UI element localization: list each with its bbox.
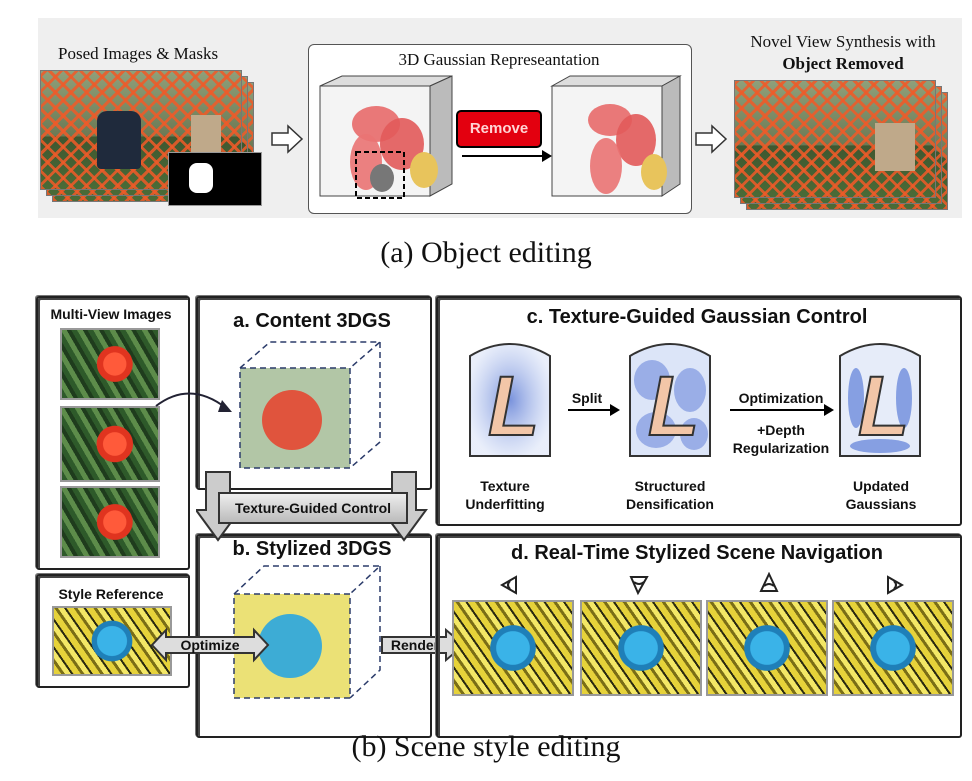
- mask-image: [168, 152, 262, 206]
- mask-shape: [189, 163, 213, 193]
- texture-guided-panel: [436, 296, 962, 526]
- arrow-right-icon: [695, 124, 728, 154]
- depth-reg-label-1: +Depth: [757, 422, 805, 438]
- curved-arrow-icon: [155, 392, 232, 412]
- optimize-arrow: [150, 627, 270, 663]
- gaussian-cubes-svg: [319, 75, 682, 199]
- updated-label-1: Updated: [853, 478, 909, 494]
- letter-l-1: L: [487, 359, 540, 453]
- cube-after: [550, 75, 682, 197]
- densification-label-1: Structured: [634, 478, 706, 494]
- style-reference-image: [52, 606, 172, 676]
- navigation-panel: [436, 534, 962, 738]
- optimize-label: Optimize: [180, 637, 240, 653]
- result-image-front: [734, 80, 936, 198]
- gaussian-control-svg: [469, 343, 921, 457]
- underfitting-label-1: Texture: [480, 478, 530, 494]
- texture-guided-control-bar: Texture-Guided Control: [218, 492, 408, 524]
- camera-right-icon: [887, 575, 905, 595]
- render-label: Render: [390, 637, 440, 653]
- nav-view-3: [706, 600, 828, 696]
- style-reference-label: Style Reference: [58, 586, 164, 602]
- content-cube-svg: [239, 341, 383, 469]
- multi-view-panel: [36, 296, 190, 570]
- letter-l-2: L: [647, 359, 700, 453]
- underfit-shape: [469, 343, 551, 457]
- caption-a: (a) Object editing: [380, 236, 592, 269]
- optimization-label: Optimization: [738, 390, 824, 406]
- navigation-title: d. Real-Time Stylized Scene Navigation: [511, 542, 883, 564]
- nav-view-4: [832, 600, 954, 696]
- nav-view-2: [580, 600, 702, 696]
- multi-view-label: Multi-View Images: [50, 306, 172, 322]
- stylized-3dgs-title: b. Stylized 3DGS: [232, 538, 392, 560]
- camera-front-left-icon: [629, 576, 649, 596]
- remove-button: Remove: [456, 110, 542, 148]
- gaussian-representation-label: 3D Gaussian Represeantation: [398, 50, 600, 69]
- cube-before: [319, 75, 453, 199]
- novel-view-label-2: Object Removed: [782, 54, 904, 73]
- split-label: Split: [571, 390, 603, 406]
- content-3dgs-title: a. Content 3DGS: [233, 310, 391, 332]
- nav-view-1: [452, 600, 574, 696]
- backpack-object: [97, 111, 141, 169]
- view-image-2: [60, 406, 160, 482]
- novel-view-label-1: Novel View Synthesis with: [750, 32, 936, 51]
- camera-top-icon: [759, 572, 779, 592]
- posed-images-label: Posed Images & Masks: [58, 44, 219, 63]
- box-object: [875, 123, 915, 171]
- updated-label-2: Gaussians: [845, 496, 917, 512]
- box-object: [191, 115, 221, 155]
- content-3dgs-panel: [196, 296, 432, 490]
- updated-shape: [839, 343, 921, 457]
- style-reference-panel: [36, 574, 190, 688]
- letter-l-3: L: [857, 359, 910, 453]
- view-image-3: [60, 486, 160, 558]
- texture-guided-title: c. Texture-Guided Gaussian Control: [526, 306, 868, 328]
- underfitting-label-2: Underfitting: [465, 496, 545, 512]
- arrow-right-icon: [271, 124, 304, 154]
- densification-label-2: Densification: [626, 496, 714, 512]
- caption-b: (b) Scene style editing: [351, 730, 621, 763]
- densified-shape: [629, 343, 711, 457]
- depth-reg-label-2: Regularization: [732, 440, 830, 456]
- view-image-1: [60, 328, 160, 400]
- camera-left-icon: [499, 575, 517, 595]
